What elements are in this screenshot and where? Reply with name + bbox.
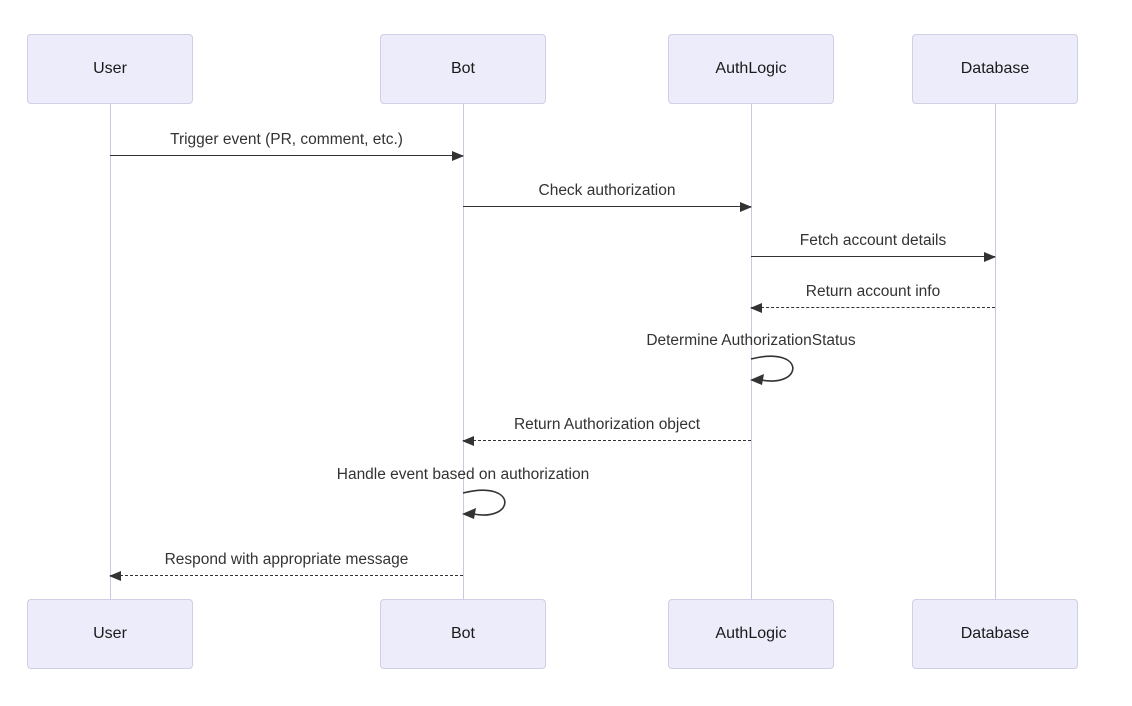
- actor-bottom-database: Database: [912, 599, 1078, 669]
- message-respond-message: Respond with appropriate message: [109, 551, 463, 581]
- message-determine-authorizationstatus: Determine AuthorizationStatus: [601, 332, 901, 402]
- lifeline-database: [994, 104, 996, 600]
- self-loop-arrow-icon: [750, 355, 794, 385]
- arrowhead-left-icon: [109, 570, 121, 581]
- message-line: [463, 440, 751, 441]
- message-line: [110, 155, 463, 156]
- message-fetch-account-details: Fetch account details: [751, 232, 996, 262]
- message-return-authorization-object: Return Authorization object: [462, 416, 751, 446]
- actor-top-user: User: [27, 34, 193, 104]
- message-line: [110, 575, 463, 576]
- lifeline-authlogic: [750, 104, 752, 600]
- message-label: Return Authorization object: [513, 416, 701, 433]
- actor-top-database: Database: [912, 34, 1078, 104]
- message-label: Fetch account details: [799, 232, 947, 249]
- actor-bottom-user: User: [27, 599, 193, 669]
- message-trigger-event: Trigger event (PR, comment, etc.): [110, 131, 464, 161]
- actor-bottom-bot: Bot: [380, 599, 546, 669]
- message-line: [751, 307, 995, 308]
- message-return-account-info: Return account info: [750, 283, 995, 313]
- lifeline-user: [109, 104, 111, 600]
- message-handle-event: Handle event based on authorization: [313, 466, 613, 536]
- lifeline-bot: [462, 104, 464, 600]
- arrowhead-left-icon: [750, 302, 762, 313]
- arrowhead-right-icon: [740, 201, 752, 212]
- actor-top-bot: Bot: [380, 34, 546, 104]
- arrowhead-left-icon: [462, 435, 474, 446]
- arrowhead-right-icon: [984, 251, 996, 262]
- message-label: Determine AuthorizationStatus: [646, 332, 856, 349]
- arrowhead-right-icon: [452, 150, 464, 161]
- message-label: Return account info: [805, 283, 941, 300]
- actor-bottom-authlogic: AuthLogic: [668, 599, 834, 669]
- message-check-authorization: Check authorization: [463, 182, 752, 212]
- self-loop-arrow-icon: [462, 489, 506, 519]
- actor-top-authlogic: AuthLogic: [668, 34, 834, 104]
- message-label: Check authorization: [538, 182, 676, 199]
- message-label: Trigger event (PR, comment, etc.): [170, 131, 403, 148]
- message-line: [751, 256, 995, 257]
- message-line: [463, 206, 751, 207]
- message-label: Respond with appropriate message: [164, 551, 409, 568]
- message-label: Handle event based on authorization: [336, 466, 590, 483]
